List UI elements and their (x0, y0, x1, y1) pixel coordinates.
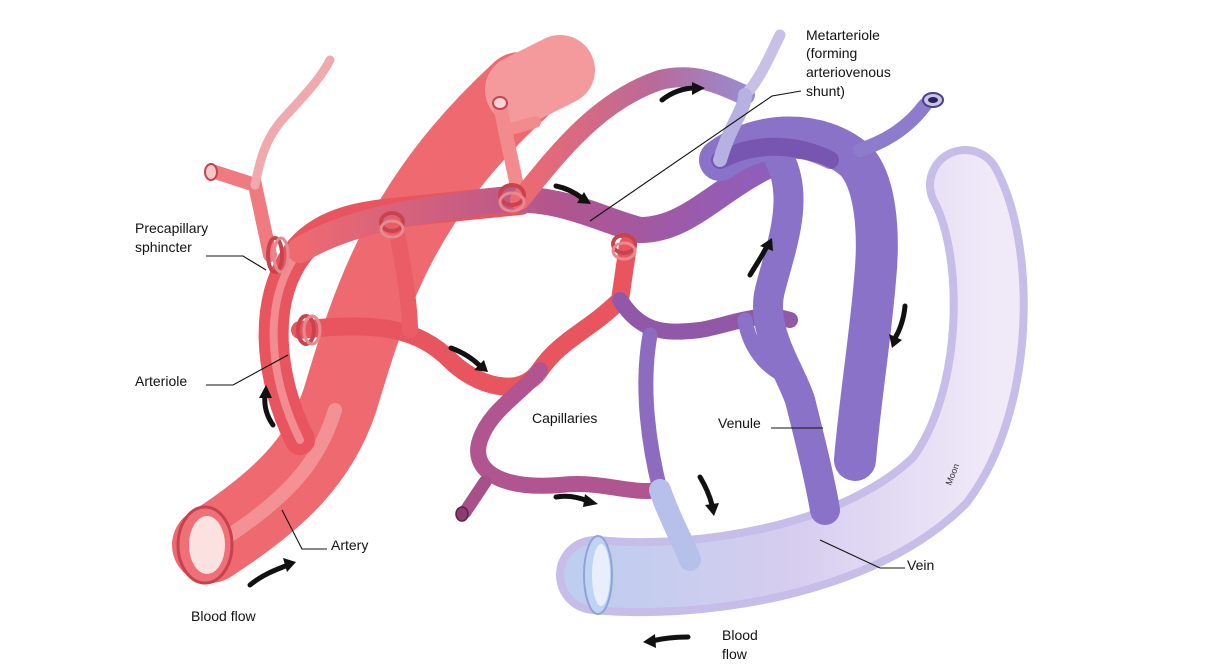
flow-arrow-vein-out (643, 634, 691, 648)
flow-arrow-artery (247, 558, 296, 588)
label-metarteriole: Metarteriole (forming arteriovenous shun… (806, 27, 895, 99)
sphincter-2 (379, 211, 405, 239)
flow-arrow-venule-down (697, 474, 719, 516)
flow-arrow-lower-capillary (553, 493, 598, 507)
sphincter-4 (611, 233, 637, 261)
artery (172, 35, 595, 585)
label-artery: Artery (331, 537, 368, 553)
leader-lines (206, 90, 905, 569)
sphincter-5 (296, 314, 322, 346)
flow-arrows (247, 82, 908, 648)
label-venule: Venule (718, 415, 761, 431)
precapillary-sphincters (266, 183, 637, 346)
label-vein: Vein (907, 557, 934, 573)
label-blood-flow-right: Blood flow (722, 627, 762, 662)
flow-arrow-top (659, 82, 705, 103)
sphincter-1 (266, 236, 290, 274)
flow-arrow-vein-down (889, 303, 908, 348)
label-arteriole: Arteriole (135, 373, 187, 389)
vein (556, 146, 1028, 617)
sphincter-3 (498, 183, 526, 213)
flow-arrow-venule-up (747, 238, 773, 278)
labels: Metarteriole (forming arteriovenous shun… (135, 27, 961, 662)
flow-arrow-capillary-in (448, 345, 488, 372)
flow-arrow-metarteriole (553, 183, 591, 204)
flow-arrow-arteriole (259, 385, 276, 428)
label-precapillary-sphincter: Precapillary sphincter (135, 220, 212, 255)
label-capillaries: Capillaries (532, 410, 597, 426)
label-blood-flow-left: Blood flow (191, 608, 256, 624)
